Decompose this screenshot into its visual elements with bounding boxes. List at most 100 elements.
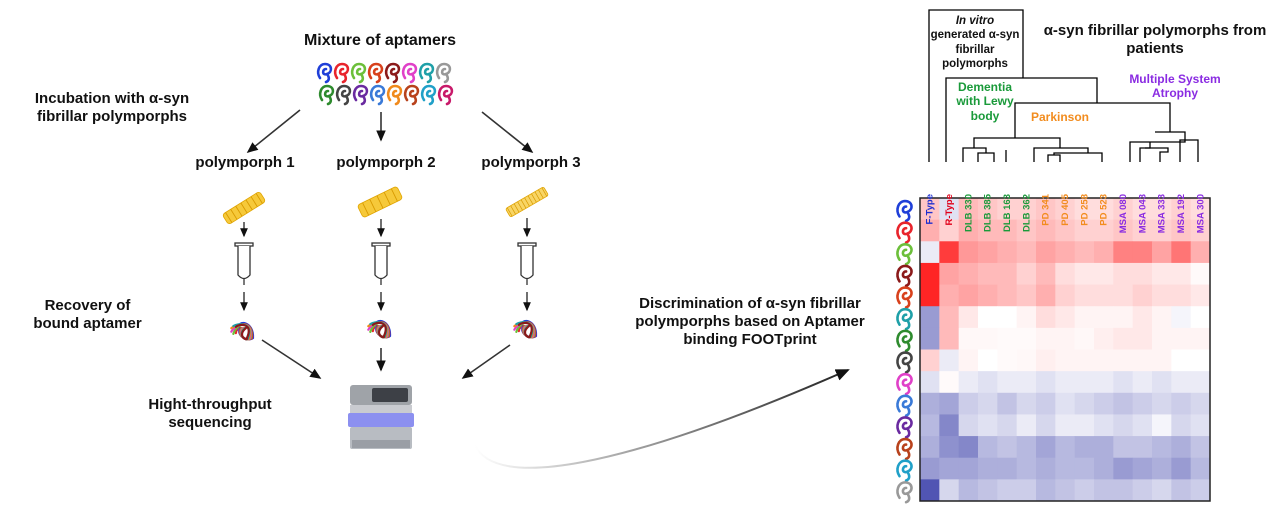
heatmap-cell: [1074, 371, 1095, 394]
group-label-dlb: Dementia with Lewy body: [956, 80, 1014, 123]
heatmap-cell: [1113, 371, 1134, 394]
heatmap-cell: [1094, 284, 1114, 307]
heatmap-cell: [1094, 392, 1114, 415]
heatmap-cell: [997, 371, 1018, 394]
mixture-aptamer-icon: [435, 62, 452, 84]
heatmap-cell: [958, 284, 979, 307]
heatmap-cell: [1132, 371, 1153, 394]
heatmap-cell: [1036, 349, 1056, 372]
heatmap-cell: [1152, 219, 1172, 242]
heatmap-cell: [958, 219, 979, 242]
heatmap-cell: [1152, 479, 1172, 502]
heatmap-border: [919, 197, 1211, 502]
heatmap-cell: [1055, 262, 1076, 285]
sequencer-icon: [348, 385, 414, 449]
affinity-column-icon-3: [517, 242, 537, 285]
heatmap-column-label: F-Type: [925, 194, 936, 224]
heatmap-cell: [1016, 198, 1037, 221]
heatmap-cell: [1036, 392, 1056, 415]
heatmap-cell: [997, 436, 1018, 459]
heatmap-cell: [939, 436, 960, 459]
heatmap-row-aptamer-icon: [896, 416, 913, 439]
heatmap-cell: [978, 262, 998, 285]
heatmap-cell: [997, 479, 1018, 502]
heatmap-cell: [1171, 241, 1192, 264]
heatmap-cell: [1055, 284, 1076, 307]
heatmap-cell: [1152, 414, 1172, 437]
heatmap-cell: [1094, 198, 1114, 221]
mixture-aptamer-icon: [316, 62, 333, 84]
heatmap-cell: [958, 414, 979, 437]
heatmap-cell: [1190, 414, 1211, 437]
heatmap-cell: [1074, 479, 1095, 502]
heatmap-cell: [939, 457, 960, 480]
mixture-aptamer-icon: [369, 84, 386, 106]
heatmap-cell: [1094, 414, 1114, 437]
heatmap-cell: [1074, 392, 1095, 415]
heatmap-cell: [1113, 327, 1134, 350]
heatmap-cell: [1190, 457, 1211, 480]
fibril-to-column-arrows: [240, 218, 531, 238]
heatmap-cell: [1094, 327, 1114, 350]
heatmap-cell: [1171, 262, 1192, 285]
group-label-msa: Multiple System Atrophy: [1129, 72, 1221, 101]
heatmap-cell: [958, 436, 979, 459]
heatmap-dendrogram: [928, 9, 1199, 162]
heatmap-cell: [958, 349, 979, 372]
heatmap-cell: [997, 414, 1018, 437]
polymorph-1-label: polymporph 1: [195, 154, 295, 171]
heatmap-cell: [997, 262, 1018, 285]
heatmap-cell: [939, 327, 960, 350]
column-to-aptamer-arrows: [240, 292, 531, 312]
mixture-aptamer-icon: [335, 84, 352, 106]
heatmap-cell: [1055, 198, 1076, 221]
heatmap-cell: [1016, 327, 1037, 350]
heatmap-cell: [1055, 371, 1076, 394]
heatmap-cell: [1132, 241, 1153, 264]
heatmap-cell: [1152, 262, 1172, 285]
in-vitro-label: In vitro generated α-syn fibrillar polym…: [928, 14, 1022, 72]
heatmap-cell: [978, 479, 998, 502]
heatmap-cell: [958, 327, 979, 350]
heatmap-row-aptamer-icon: [896, 264, 913, 288]
heatmap-row-aptamer-icon: [896, 199, 913, 223]
fibril-icon-2: [357, 186, 403, 218]
heatmap-cell: [1113, 198, 1134, 221]
heatmap-cell: [1036, 457, 1056, 480]
heatmap-cell: [997, 306, 1018, 329]
heatmap-cell: [1113, 414, 1134, 437]
heatmap-cell: [958, 457, 979, 480]
polymorph-2-label: polymporph 2: [336, 154, 436, 171]
heatmap-cell: [1016, 457, 1037, 480]
mixture-aptamer-icon: [318, 84, 335, 106]
heatmap-cell: [1132, 479, 1153, 502]
heatmap-cell: [1036, 241, 1056, 264]
heatmap-cell: [1113, 457, 1134, 480]
heatmap-cell: [978, 457, 998, 480]
heatmap-cell: [1152, 327, 1172, 350]
heatmap-cell: [1152, 349, 1172, 372]
heatmap-cell: [1190, 241, 1211, 264]
heatmap-column-label: PD 341: [1041, 193, 1052, 225]
in-vitro-italic: In vitro: [955, 15, 995, 27]
heatmap-cell: [958, 479, 979, 502]
heatmap-cell: [997, 457, 1018, 480]
heatmap-cell: [1190, 198, 1211, 221]
fibril-icon-1: [222, 191, 266, 225]
heatmap-cell: [1094, 371, 1114, 394]
group-label-pd: Parkinson: [1030, 110, 1090, 124]
mixture-aptamer-icon: [352, 84, 369, 106]
heatmap-row-aptamer-icon: [896, 437, 913, 461]
heatmap-cell: [920, 327, 940, 350]
heatmap-cell: [978, 436, 998, 459]
tangle-strand: [371, 321, 387, 339]
heatmap-row-aptamer-icon: [896, 307, 913, 331]
heatmap-column-label: DLB 362: [1021, 194, 1032, 232]
heatmap-cell: [997, 241, 1018, 264]
heatmap-cell: [1016, 306, 1037, 329]
heatmap-column-label: MSA 080: [1118, 194, 1129, 233]
heatmap-cell: [1190, 392, 1211, 415]
heatmap-cell: [920, 219, 940, 242]
heatmap-cell: [978, 198, 998, 221]
heatmap-cell: [1190, 284, 1211, 307]
